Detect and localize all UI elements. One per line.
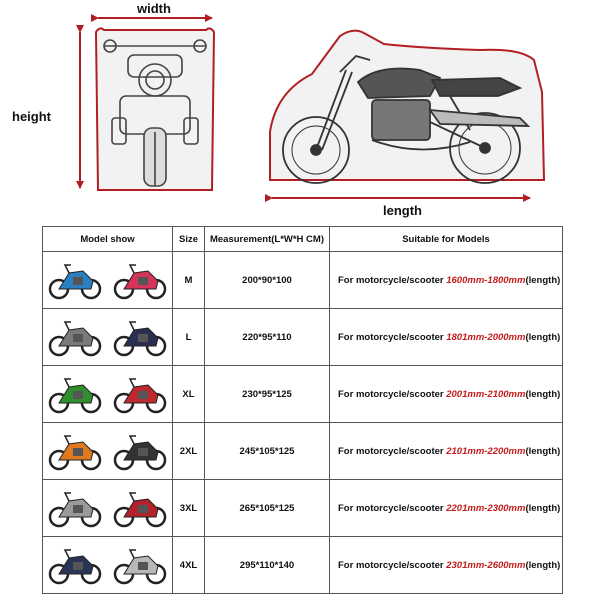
model-show-cell	[42, 479, 173, 537]
model-show-cell	[42, 365, 173, 423]
length-range: 2201mm-2300mm	[446, 502, 526, 514]
width-label: width	[137, 1, 171, 16]
fit-suffix: (length)	[525, 445, 561, 457]
suitable-models-cell: For motorcycle/scooter 2201mm-2300mm(len…	[329, 479, 563, 537]
sportbike-image	[113, 378, 166, 414]
measurement-cell: 265*105*125	[204, 479, 330, 537]
model-show-cell	[42, 251, 173, 309]
table-header-row: Model show Size Measurement(L*W*H CM) Su…	[42, 226, 563, 252]
sportbike-image	[49, 378, 102, 414]
touring-bike-image	[49, 492, 102, 528]
model-show-cell	[42, 536, 173, 594]
scooter-image	[113, 321, 166, 357]
touring-bike-image	[113, 549, 166, 585]
motorcycle-image	[49, 321, 102, 357]
fit-prefix: For motorcycle/scooter	[338, 331, 444, 343]
measurement-cell: 200*90*100	[204, 251, 330, 309]
dirtbike-image	[49, 435, 102, 471]
model-show-cell	[42, 422, 173, 480]
fit-suffix: (length)	[525, 502, 561, 514]
suitable-models-cell: For motorcycle/scooter 2101mm-2200mm(len…	[329, 422, 563, 480]
length-range: 1600mm-1800mm	[446, 274, 526, 286]
size-cell: XL	[172, 365, 205, 423]
suitable-models-cell: For motorcycle/scooter 2001mm-2100mm(len…	[329, 365, 563, 423]
fit-suffix: (length)	[525, 559, 561, 571]
front-cover-outline	[94, 27, 216, 191]
side-view-motorcycle	[282, 54, 531, 184]
fit-prefix: For motorcycle/scooter	[338, 559, 444, 571]
scooter-image	[113, 264, 166, 300]
length-range: 1801mm-2000mm	[446, 331, 526, 343]
fit-prefix: For motorcycle/scooter	[338, 388, 444, 400]
header-size: Size	[172, 226, 205, 252]
bicycle-image	[49, 264, 102, 300]
fit-suffix: (length)	[525, 331, 561, 343]
height-label: height	[12, 109, 51, 124]
suitable-models-cell: For motorcycle/scooter 1600mm-1800mm(len…	[329, 251, 563, 309]
measurement-cell: 295*110*140	[204, 536, 330, 594]
size-cell: M	[172, 251, 205, 309]
size-diagram	[76, 14, 546, 202]
measurement-cell: 245*105*125	[204, 422, 330, 480]
size-cell: 2XL	[172, 422, 205, 480]
fit-prefix: For motorcycle/scooter	[338, 445, 444, 457]
front-view-motorcycle	[103, 39, 207, 187]
size-cell: 4XL	[172, 536, 205, 594]
size-table: Model show Size Measurement(L*W*H CM) Su…	[42, 226, 563, 594]
length-range: 2001mm-2100mm	[446, 388, 526, 400]
fit-suffix: (length)	[525, 274, 561, 286]
header-measurement: Measurement(L*W*H CM)	[204, 226, 330, 252]
length-range: 2301mm-2600mm	[446, 559, 526, 571]
suitable-models-cell: For motorcycle/scooter 2301mm-2600mm(len…	[329, 536, 563, 594]
fit-prefix: For motorcycle/scooter	[338, 502, 444, 514]
measurement-cell: 230*95*125	[204, 365, 330, 423]
cruiser-image	[113, 435, 166, 471]
fit-suffix: (length)	[525, 388, 561, 400]
length-label: length	[383, 203, 422, 218]
touring-bike-image	[49, 549, 102, 585]
size-cell: L	[172, 308, 205, 366]
size-cell: 3XL	[172, 479, 205, 537]
model-show-cell	[42, 308, 173, 366]
suitable-models-cell: For motorcycle/scooter 1801mm-2000mm(len…	[329, 308, 563, 366]
header-model-show: Model show	[42, 226, 173, 252]
length-range: 2101mm-2200mm	[446, 445, 526, 457]
fit-prefix: For motorcycle/scooter	[338, 274, 444, 286]
header-suitable-models: Suitable for Models	[329, 226, 563, 252]
measurement-cell: 220*95*110	[204, 308, 330, 366]
touring-bike-image	[113, 492, 166, 528]
